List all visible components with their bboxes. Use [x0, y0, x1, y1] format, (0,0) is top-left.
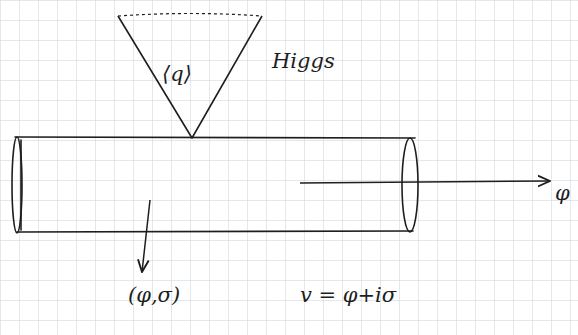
field-pair: (φ,σ): [128, 283, 180, 307]
vev-symbol: ⟨q⟩: [162, 62, 192, 86]
text-holder: Higgs: [272, 50, 335, 73]
pointer-arrow: [142, 200, 150, 272]
label-holder: (φ,σ): [128, 284, 180, 307]
cone-outline: [110, 8, 345, 143]
direction-arrow: [300, 181, 550, 183]
field-formula: v = φ+iσ: [300, 283, 396, 307]
label-holder: φ: [555, 182, 570, 205]
text-holder: ⟨q⟩: [162, 63, 192, 86]
cone-label: Higgs: [272, 49, 335, 73]
tube-cylinder: [12, 137, 418, 233]
axis-label: φ: [555, 181, 570, 205]
higgs-cone: ⟨q⟩ Higgs: [110, 8, 345, 143]
label-holder: v = φ+iσ: [300, 284, 396, 307]
